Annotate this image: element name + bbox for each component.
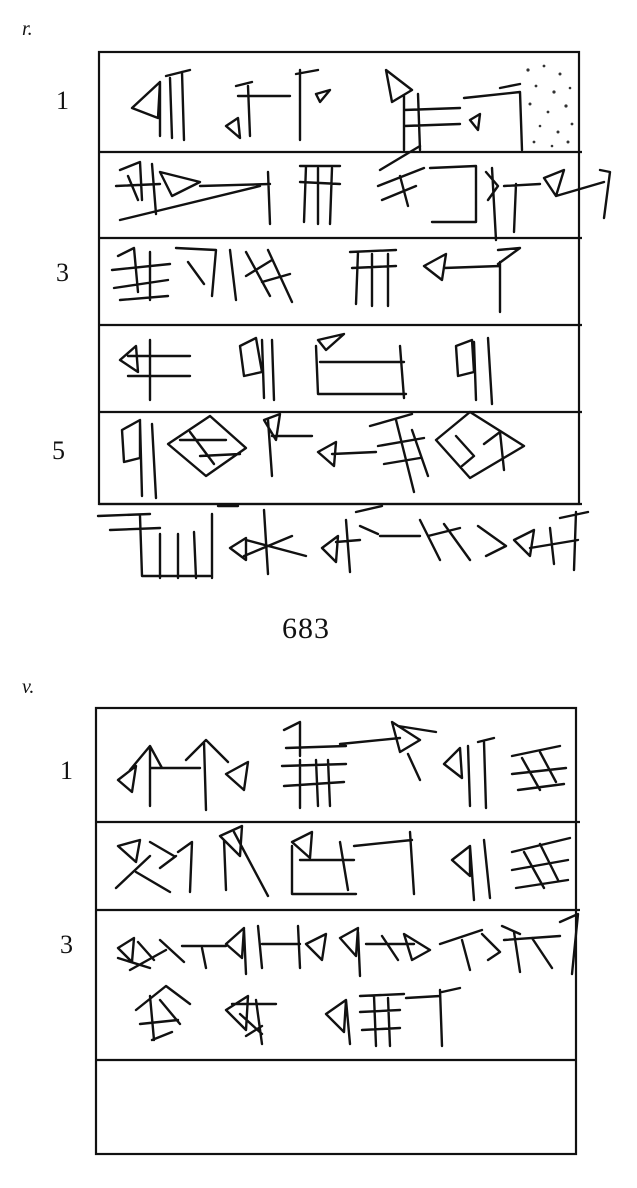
- cuneiform-sign-icon: [114, 824, 572, 902]
- cuneiform-sign-icon: [114, 144, 612, 242]
- obverse-line-number-3: 3: [56, 258, 69, 287]
- cuneiform-sign-icon: [120, 410, 526, 500]
- reverse-frame: [94, 706, 578, 1156]
- obverse-copy: [96, 50, 612, 580]
- obverse-line-number-5: 5: [52, 436, 65, 465]
- cuneiform-sign-icon: [130, 68, 524, 152]
- cuneiform-sign-icon: [118, 332, 494, 406]
- cuneiform-sign-icon: [116, 720, 568, 812]
- cuneiform-sign-icon: [110, 246, 522, 314]
- cuneiform-sign-icon: [134, 984, 462, 1048]
- obverse-side-label: r.: [22, 18, 33, 40]
- cuneiform-sign-icon: [116, 912, 580, 978]
- reverse-line-number-1: 1: [60, 756, 73, 785]
- cuneiform-sign-icon: [96, 504, 590, 580]
- damaged-surface-icon: [526, 64, 574, 148]
- obverse-line-number-1: 1: [56, 86, 69, 115]
- reverse-side-label: v.: [22, 676, 35, 698]
- reverse-copy: [94, 706, 580, 1156]
- tablet-number: 683: [282, 612, 330, 645]
- reverse-line-number-3: 3: [60, 930, 73, 959]
